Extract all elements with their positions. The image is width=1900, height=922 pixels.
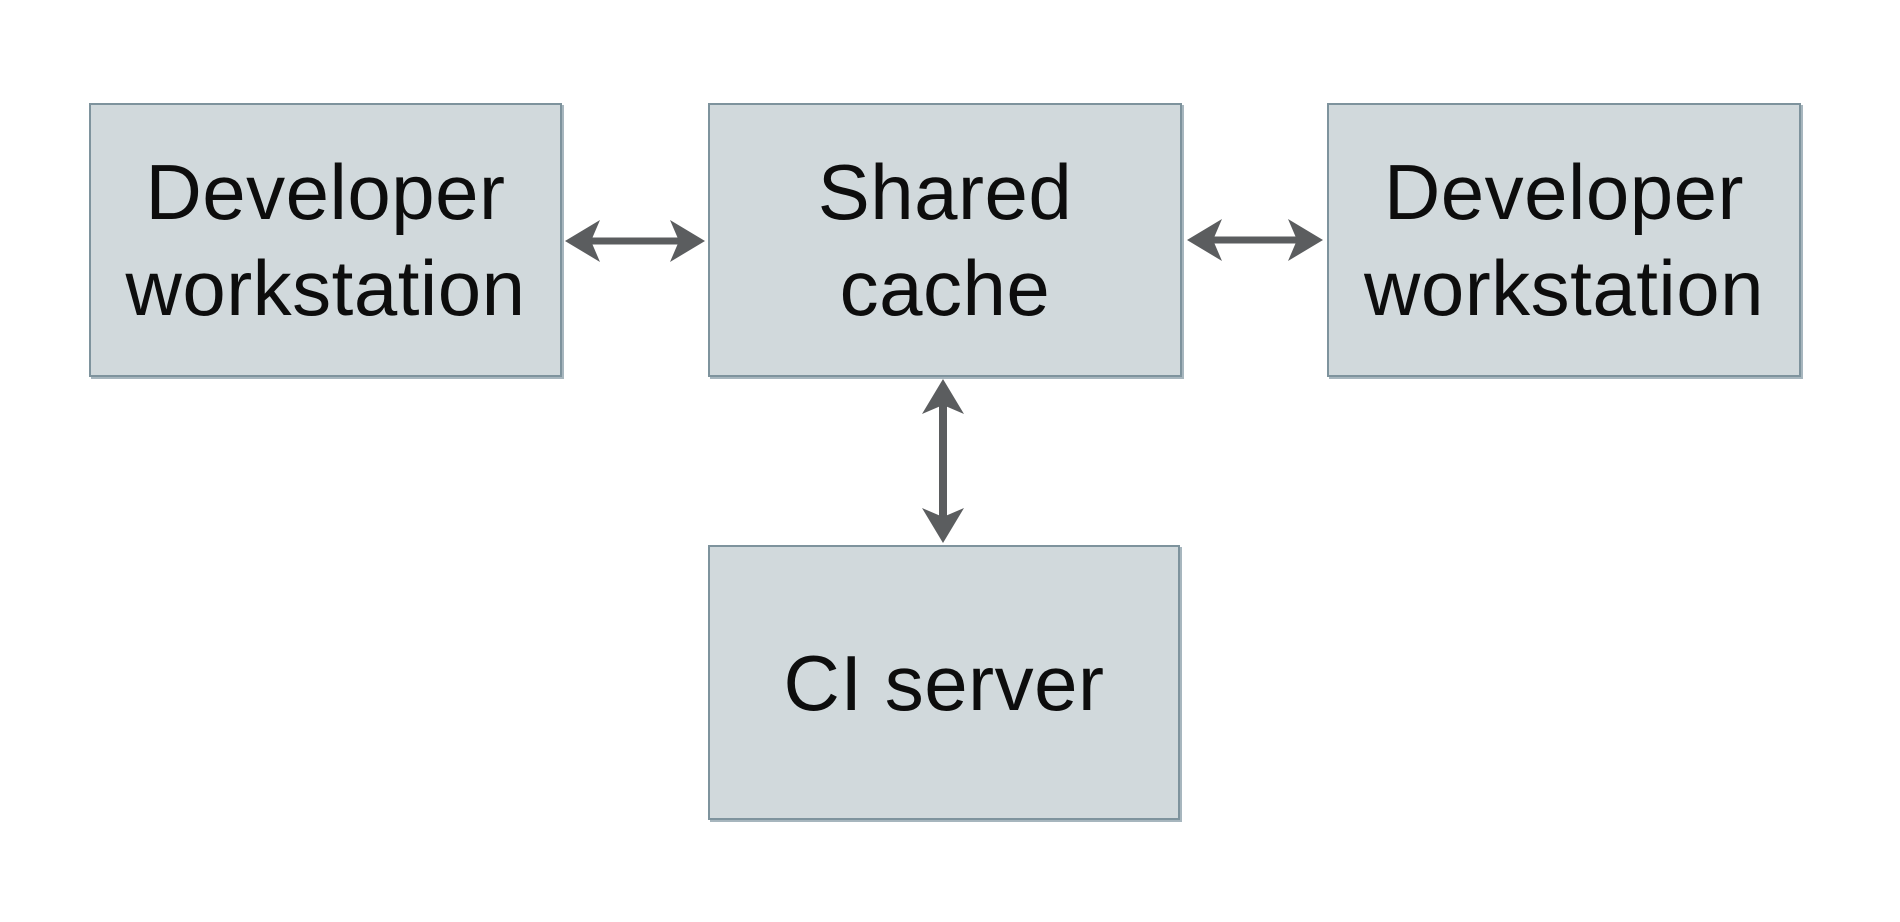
node-shared-cache-label: Shared cache bbox=[817, 148, 1073, 332]
node-developer-workstation-right-label: Developer workstation bbox=[1364, 148, 1764, 332]
node-developer-workstation-left: Developer workstation bbox=[89, 103, 562, 377]
node-developer-workstation-left-label: Developer workstation bbox=[125, 148, 526, 332]
node-ci-server: CI server bbox=[708, 545, 1180, 820]
node-developer-workstation-right: Developer workstation bbox=[1327, 103, 1801, 377]
bidirectional-arrow-icon-shared-cache-ci-server bbox=[922, 379, 964, 543]
node-ci-server-label: CI server bbox=[783, 638, 1105, 727]
bidirectional-arrow-icon-shared-cache-right-workstation bbox=[1187, 219, 1323, 261]
bidirectional-arrow-icon-left-workstation-shared-cache bbox=[565, 220, 705, 262]
node-shared-cache: Shared cache bbox=[708, 103, 1182, 377]
